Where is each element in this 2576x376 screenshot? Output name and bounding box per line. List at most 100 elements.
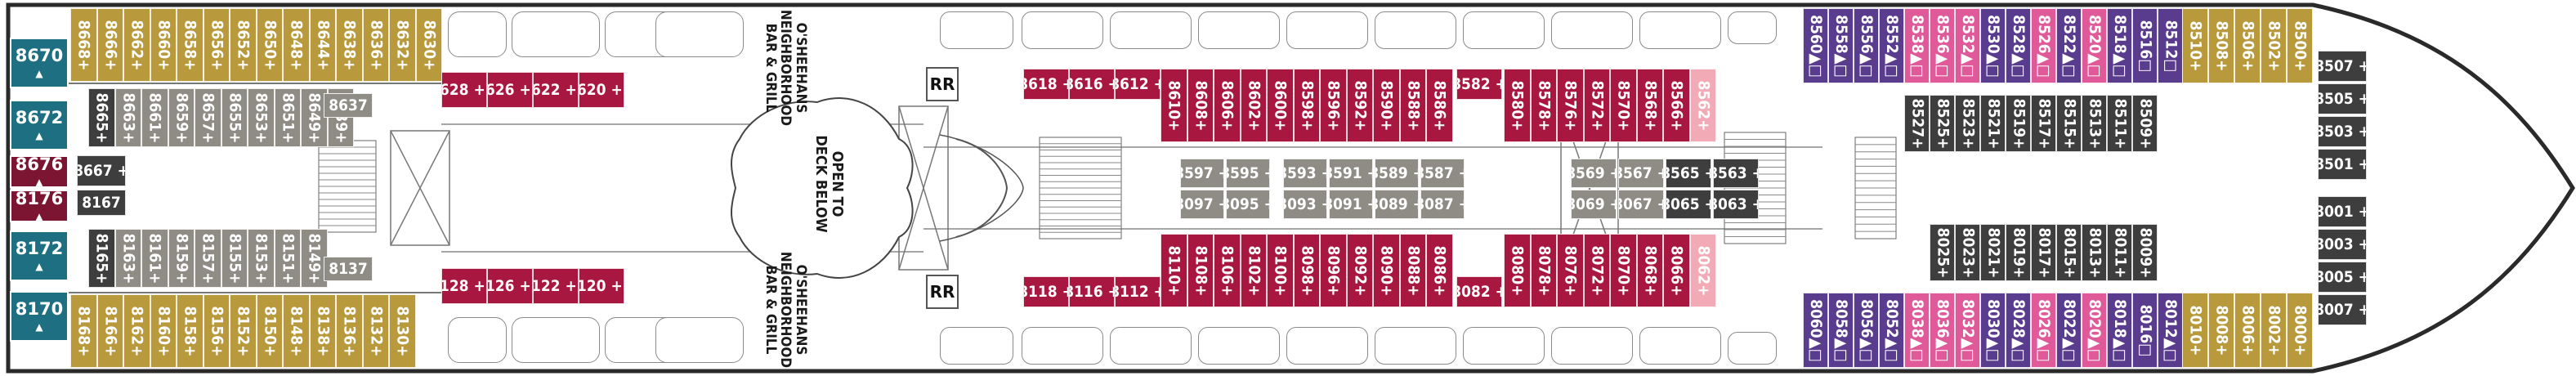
cabin[interactable]: 8576+ [1557,69,1584,142]
cabin[interactable]: 8152+ [230,294,257,368]
cabin[interactable]: 8563 + [1713,159,1759,188]
cabin[interactable]: 8590+ [1373,69,1400,142]
cabin[interactable]: 8006+ [2234,293,2261,368]
cabin[interactable]: 8088+ [1399,234,1426,307]
cabin[interactable]: 8659+ [168,88,195,147]
cabin[interactable]: 8020▲□ [2082,293,2107,368]
cabin[interactable]: 8118 + [1023,276,1069,307]
cabin[interactable]: 8070+ [1610,234,1637,307]
cabin[interactable]: 8078+ [1530,234,1557,307]
cabin[interactable]: 8052▲□ [1879,293,1904,368]
cabin[interactable]: 8509+ [2132,95,2158,152]
elevator-cabin[interactable]: 8170▲ [10,291,69,342]
cabin[interactable]: 8058▲□ [1828,293,1854,368]
cabin[interactable]: 8644+ [309,8,336,82]
cabin[interactable]: 8598+ [1293,69,1320,142]
cabin[interactable]: 8130+ [389,294,416,368]
cabin[interactable]: 8091 + [1329,190,1373,219]
cabin[interactable]: 8156+ [203,294,230,368]
cabin[interactable]: 8137 [324,257,373,281]
cabin[interactable]: 8161+ [141,229,168,288]
cabin[interactable]: 8032▲□ [1955,293,1980,368]
cabin[interactable]: 8106+ [1214,234,1241,307]
cabin[interactable]: 8502+ [2261,8,2287,83]
cabin[interactable]: 8151+ [274,229,301,288]
cabin[interactable]: 8098+ [1293,234,1320,307]
cabin[interactable]: 8591 + [1329,159,1373,188]
cabin[interactable]: 8002+ [2261,293,2287,368]
cabin[interactable]: 8593 + [1283,159,1327,188]
cabin[interactable]: 8628 +■ [441,72,487,108]
elevator-cabin[interactable]: 8676▲ [10,155,69,188]
cabin[interactable]: 8082 + [1456,276,1502,307]
cabin[interactable]: 8566+ [1663,69,1690,142]
cabin[interactable]: 8588+ [1399,69,1426,142]
cabin[interactable]: 8000+ [2287,293,2313,368]
cabin[interactable]: 8536▲□ [1930,8,1955,83]
cabin[interactable]: 8120 +■ [579,268,624,304]
cabin[interactable]: 8595 + [1226,159,1270,188]
cabin[interactable]: 8128 +■ [441,268,487,304]
cabin[interactable]: 8065 + [1666,190,1711,219]
cabin[interactable]: 8019+ [2006,224,2031,281]
cabin[interactable]: 8095 + [1226,190,1270,219]
cabin[interactable]: 8062+ [1689,234,1716,307]
cabin[interactable]: 8060▲□ [1803,293,1828,368]
cabin[interactable]: 8001 + [2318,196,2367,227]
cabin[interactable]: 8148+ [283,294,310,368]
cabin[interactable]: 8066+ [1663,234,1690,307]
cabin[interactable]: 8506+ [2234,8,2261,83]
cabin[interactable]: 8618 + [1023,69,1069,100]
cabin[interactable]: 8096+ [1320,234,1347,307]
cabin[interactable]: 8063 + [1713,190,1759,219]
cabin[interactable]: 8069 + [1571,190,1617,219]
cabin[interactable]: 8167 [77,190,126,216]
cabin[interactable]: 8056▲□ [1854,293,1879,368]
cabin[interactable]: 8569 + [1571,159,1617,188]
cabin[interactable]: 8168+ [70,294,97,368]
cabin[interactable]: 8503 + [2318,116,2367,147]
cabin[interactable]: 8538▲□ [1904,8,1930,83]
cabin[interactable]: 8013+ [2082,224,2107,281]
cabin[interactable]: 8519+ [2006,95,2031,152]
cabin[interactable]: 8022▲□ [2056,293,2082,368]
cabin[interactable]: 8515+ [2056,95,2082,152]
cabin[interactable]: 8010+ [2182,293,2208,368]
cabin[interactable]: 8660+ [150,8,177,82]
cabin[interactable]: 8122 +■ [533,268,579,304]
cabin[interactable]: 8653+ [248,88,275,147]
cabin[interactable]: 8090+ [1373,234,1400,307]
elevator-cabin[interactable]: 8172▲ [10,231,69,281]
cabin[interactable]: 8652+ [230,8,257,82]
cabin[interactable]: 8025+ [1930,224,1955,281]
cabin[interactable]: 8661+ [141,88,168,147]
cabin[interactable]: 8026▲□ [2031,293,2056,368]
cabin[interactable]: 8658+ [177,8,203,82]
cabin[interactable]: 8667 + [77,155,126,186]
cabin[interactable]: 8501 + [2318,149,2367,180]
cabin[interactable]: 8651+ [274,88,301,147]
cabin[interactable]: 8558▲□ [1828,8,1854,83]
cabin[interactable]: 8632+ [389,8,416,82]
cabin[interactable]: 8560▲□ [1803,8,1828,83]
cabin[interactable]: 8093 + [1283,190,1327,219]
cabin[interactable]: 8578+ [1530,69,1557,142]
cabin[interactable]: 8527+ [1904,95,1930,152]
cabin[interactable]: 8003 + [2318,229,2367,260]
cabin[interactable]: 8087 + [1420,190,1465,219]
cabin[interactable]: 8580+ [1504,69,1531,142]
cabin[interactable]: 8009+ [2132,224,2158,281]
cabin[interactable]: 8132+ [362,294,389,368]
cabin[interactable]: 8038▲□ [1904,293,1930,368]
cabin[interactable]: 8030▲□ [1980,293,2006,368]
cabin[interactable]: 8589 + [1375,159,1419,188]
cabin[interactable]: 8160+ [150,294,177,368]
cabin[interactable]: 8587 + [1420,159,1465,188]
cabin[interactable]: 8023+ [1955,224,1980,281]
cabin[interactable]: 8612 + [1115,69,1161,100]
cabin[interactable]: 8076+ [1557,234,1584,307]
cabin[interactable]: 8089 + [1375,190,1419,219]
cabin[interactable]: 8657+ [195,88,221,147]
cabin[interactable]: 8528▲□ [2006,8,2031,83]
